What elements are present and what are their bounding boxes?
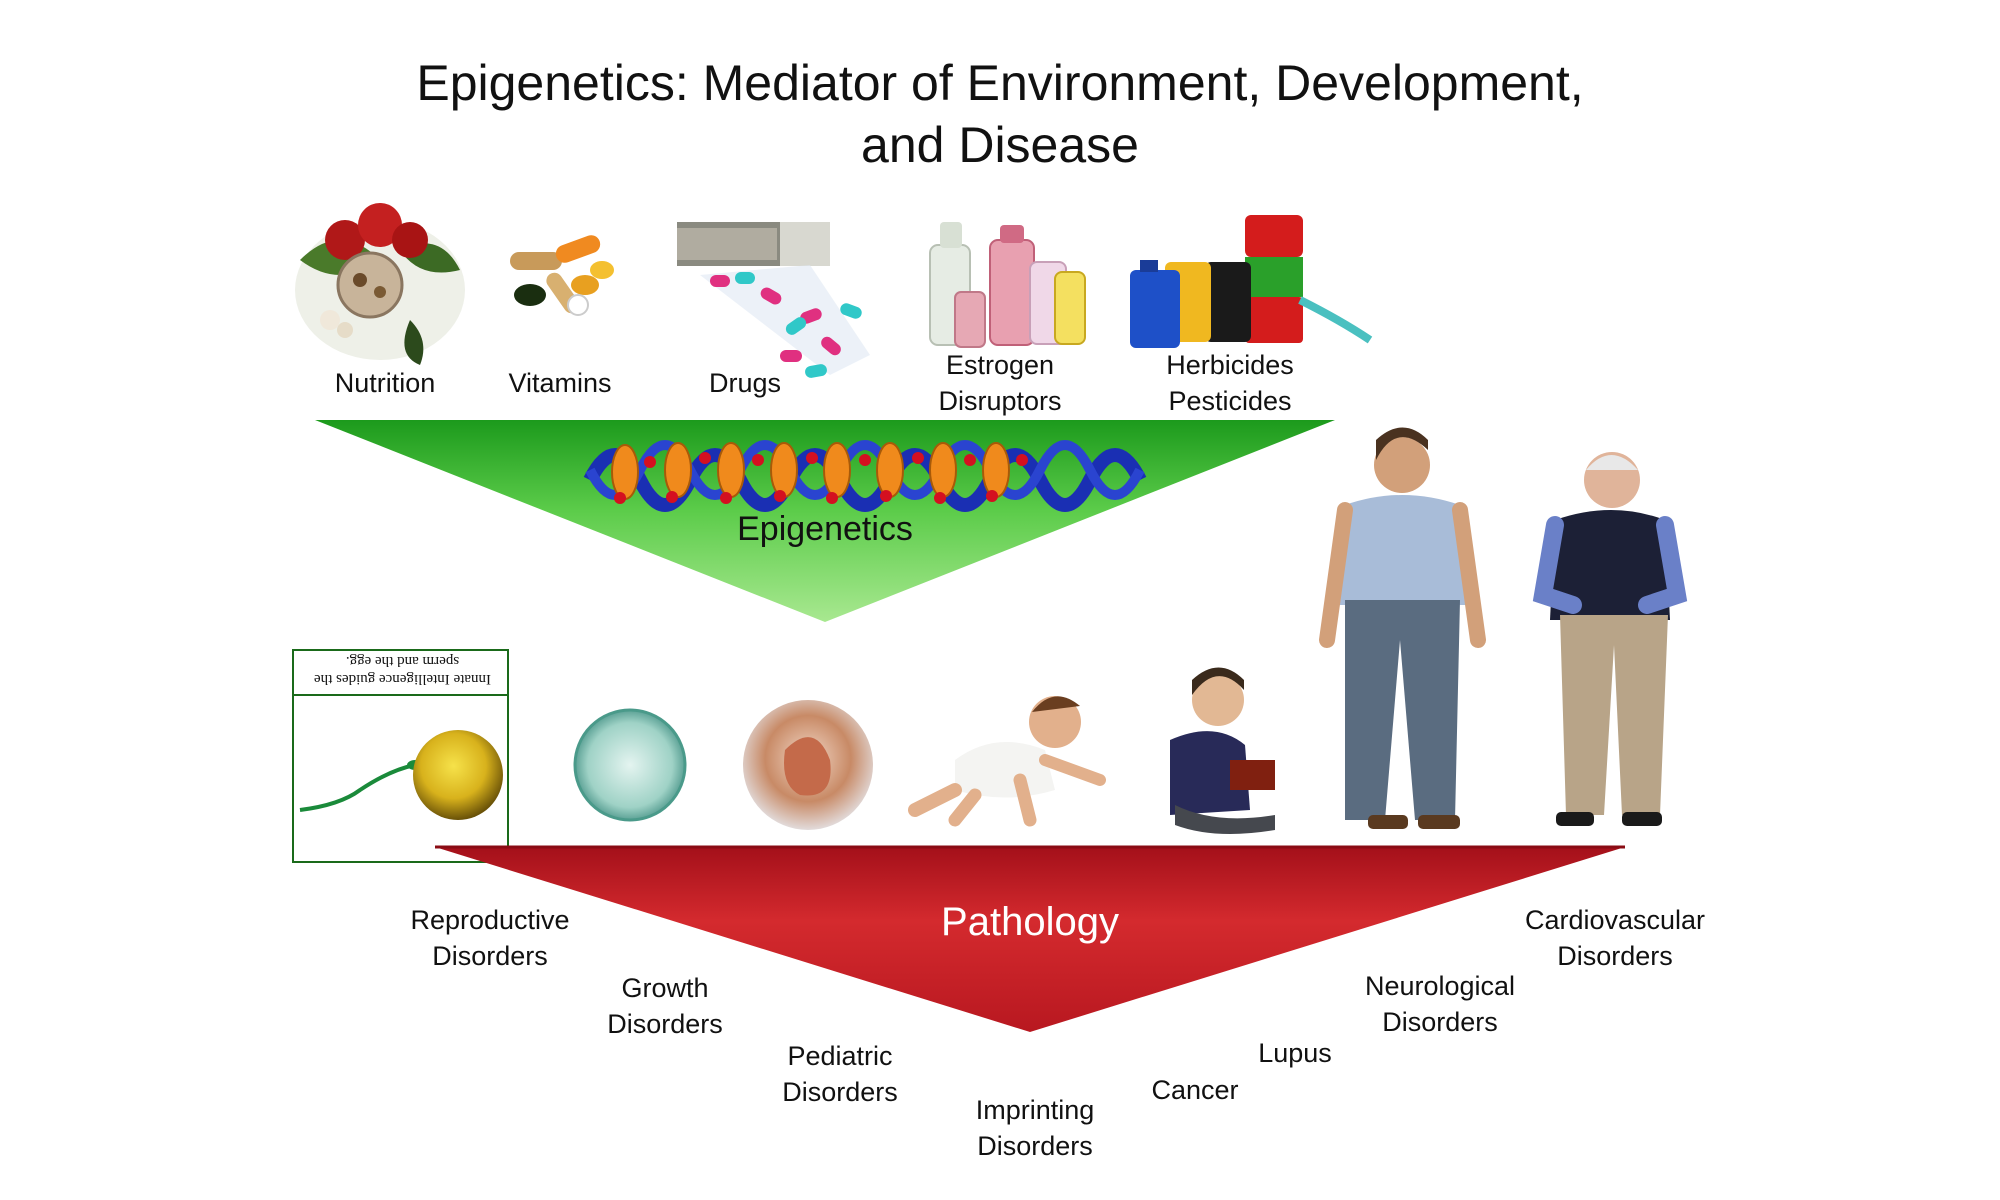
herbicides-pesticides-illustration (1130, 215, 1373, 348)
label-drugs: Drugs (708, 368, 782, 398)
title-line-1: Epigenetics: Mediator of Environment, De… (416, 55, 1584, 111)
vitamins-illustration (510, 235, 614, 316)
label-herbicides-pesticides: Herbicides Pesticides (1166, 350, 1294, 416)
sperm-egg-inset (292, 649, 509, 863)
nutrition-illustration (295, 203, 465, 365)
child-illustration (1170, 667, 1275, 834)
label-estrogen-disruptors: Estrogen Disruptors (938, 350, 1062, 416)
adult-man-illustration (1319, 427, 1486, 829)
embryo-illustration (743, 700, 873, 830)
pathology-triangle (435, 847, 1625, 1032)
elderly-man-illustration (1532, 452, 1688, 826)
pathology-label: Pathology (941, 900, 1119, 944)
epigenetics-triangle (315, 420, 1335, 622)
label-lupus: Lupus (1258, 1038, 1332, 1068)
label-cancer: Cancer (1151, 1075, 1239, 1105)
title-line-2: and Disease (861, 117, 1139, 173)
label-vitamins: Vitamins (508, 368, 612, 398)
drugs-illustration (677, 222, 870, 378)
estrogen-disruptors-illustration (929, 222, 1086, 348)
inset-caption: Innate Intelligence guides the sperm and… (314, 653, 492, 687)
zygote-cell (573, 708, 687, 822)
epigenetics-label: Epigenetics (737, 510, 913, 548)
baby-illustration (908, 696, 1106, 827)
label-nutrition: Nutrition (334, 368, 436, 398)
dna-helix-illustration (583, 440, 1147, 512)
